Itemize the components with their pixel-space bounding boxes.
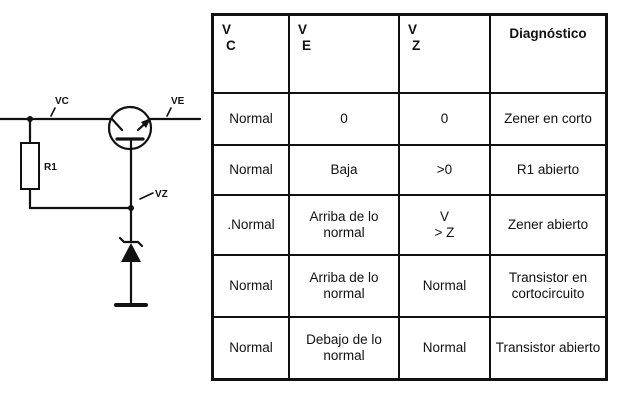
diagnosis-table: V C V E V Z Diagnóstico Normal 0 0 Zener…: [211, 13, 608, 381]
table-header-row: V C V E V Z Diagnóstico: [211, 13, 608, 94]
cell-ve: 0: [288, 92, 400, 146]
emitter-arrow: [141, 118, 151, 128]
table-row: Normal Baja >0 R1 abierto: [211, 144, 608, 196]
table-row: .Normal Arriba de lo normal V > Z Zener …: [211, 194, 608, 256]
zener-cathode: [118, 236, 144, 248]
cell-vz: Normal: [398, 316, 491, 381]
cell-ve: Baja: [288, 144, 400, 196]
label-vz: VZ: [155, 189, 168, 200]
cell-vc: Normal: [211, 92, 290, 146]
junction-vz: [128, 205, 134, 211]
table-row: Normal Debajo de lo normal Normal Transi…: [211, 316, 608, 381]
cell-ve: Arriba de lo normal: [288, 254, 400, 318]
junction-vc: [27, 116, 33, 122]
cell-vz: >0: [398, 144, 491, 196]
cell-ve: Debajo de lo normal: [288, 316, 400, 381]
cell-diag: Transistor abierto: [489, 316, 608, 381]
zener-diode-symbol: [121, 243, 141, 262]
cell-vz: 0: [398, 92, 491, 146]
cell-diag: Zener abierto: [489, 194, 608, 256]
table-row: Normal Arriba de lo normal Normal Transi…: [211, 254, 608, 318]
cell-vz: Normal: [398, 254, 491, 318]
cell-diag: R1 abierto: [489, 144, 608, 196]
label-vc: VC: [55, 96, 69, 107]
label-ve: VE: [171, 96, 185, 107]
cell-diag: Zener en corto: [489, 92, 608, 146]
header-ve: V E: [288, 13, 400, 94]
cell-vc: .Normal: [211, 194, 290, 256]
cell-vc: Normal: [211, 144, 290, 196]
cell-vc: Normal: [211, 254, 290, 318]
cell-vz: V > Z: [398, 194, 491, 256]
label-r1: R1: [44, 162, 57, 173]
cell-vc: Normal: [211, 316, 290, 381]
header-vz: V Z: [398, 13, 491, 94]
cell-ve: Arriba de lo normal: [288, 194, 400, 256]
table-row: Normal 0 0 Zener en corto: [211, 92, 608, 146]
resistor-r1: [20, 142, 40, 190]
circuit-schematic: VC VE R1 VZ: [0, 96, 202, 307]
cell-diag: Transistor en cortocircuito: [489, 254, 608, 318]
header-vc: V C: [211, 13, 290, 94]
header-diagnostico: Diagnóstico: [489, 13, 608, 94]
